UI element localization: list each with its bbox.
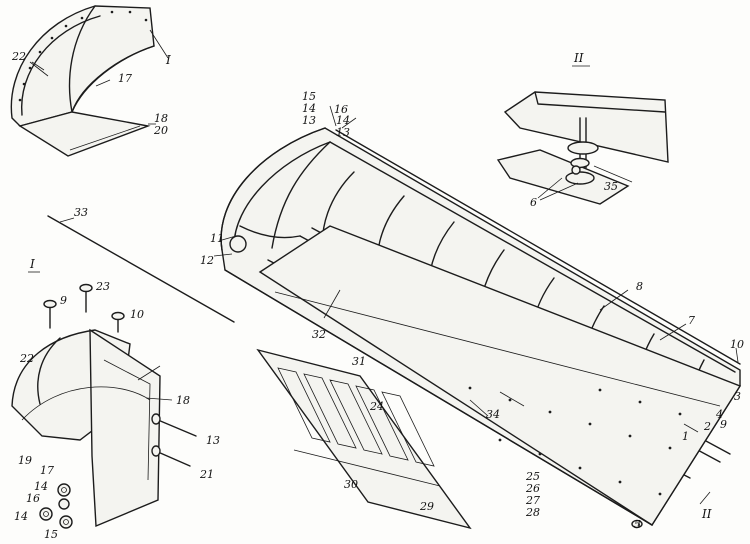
callout-23: 23 <box>95 280 110 293</box>
bolts <box>43 283 197 467</box>
callout-8: 8 <box>636 280 643 293</box>
view-marker-ii-bottom: II <box>701 507 712 521</box>
callout-11: 11 <box>210 232 224 245</box>
callout-labels: I I II II 1 2 3 4 5 6 7 8 9 10 11 12 13 … <box>11 50 744 541</box>
callout-14-bottom-a: 14 <box>34 480 48 493</box>
callout-31: 31 <box>352 355 366 368</box>
callout-14-bottom-b: 14 <box>14 510 28 523</box>
callout-5: 5 <box>634 518 641 531</box>
view-marker-ii-top: II <box>573 51 584 65</box>
callout-35: 35 <box>604 180 618 193</box>
callout-6: 6 <box>530 196 537 209</box>
callout-15: 15 <box>302 90 316 103</box>
callout-16: 16 <box>334 103 348 116</box>
callout-25: 25 <box>525 470 540 483</box>
rod <box>47 215 235 323</box>
callout-34: 34 <box>486 408 500 421</box>
callout-26: 26 <box>525 482 540 495</box>
slotted-panel <box>256 348 472 530</box>
callout-13-right: 13 <box>336 126 350 139</box>
callout-14-right: 14 <box>336 114 350 127</box>
callout-18-top: 18 <box>154 112 168 125</box>
bracket-detail <box>11 283 197 529</box>
view-marker-i-top: I <box>165 53 171 67</box>
callout-21: 21 <box>199 468 214 481</box>
callout-13-left: 13 <box>302 114 316 127</box>
callout-10-bottom: 10 <box>130 308 144 321</box>
view-marker-i-bottom: I <box>29 257 35 271</box>
callout-14-left: 14 <box>302 102 316 115</box>
callout-2: 2 <box>703 420 711 433</box>
callout-12: 12 <box>200 254 214 267</box>
callout-19: 19 <box>18 454 32 467</box>
callout-9-bottom: 9 <box>60 294 67 307</box>
rivet-row <box>18 10 148 102</box>
callout-17-bottom: 17 <box>40 464 54 477</box>
nuts-washers <box>39 483 73 529</box>
callout-20: 20 <box>153 124 168 137</box>
callout-4: 4 <box>715 408 723 421</box>
callout-28: 28 <box>525 506 540 519</box>
callout-29: 29 <box>419 500 434 513</box>
callout-22-top: 22 <box>11 50 26 63</box>
callout-18-bottom: 18 <box>176 394 190 407</box>
callout-7: 7 <box>688 314 695 327</box>
main-flap-assembly <box>220 127 742 529</box>
callout-24: 24 <box>369 400 384 413</box>
callout-17-top: 17 <box>118 72 132 85</box>
callout-1: 1 <box>682 430 689 443</box>
callout-16-bottom: 16 <box>26 492 40 505</box>
nose-cap-detail <box>10 5 169 157</box>
callout-10: 10 <box>730 338 744 351</box>
callout-27: 27 <box>525 494 540 507</box>
callout-9: 9 <box>720 418 727 431</box>
callout-33: 33 <box>74 206 88 219</box>
callout-13-bottom: 13 <box>206 434 220 447</box>
callout-22-bottom: 22 <box>19 352 34 365</box>
callout-30: 30 <box>344 478 358 491</box>
callout-15-bottom: 15 <box>44 528 58 541</box>
hinge-detail <box>496 91 669 205</box>
callout-32: 32 <box>312 328 326 341</box>
panel-slots <box>277 367 435 467</box>
callout-3: 3 <box>734 390 741 403</box>
leader-lines <box>31 61 739 527</box>
skin-rivets <box>468 386 682 496</box>
